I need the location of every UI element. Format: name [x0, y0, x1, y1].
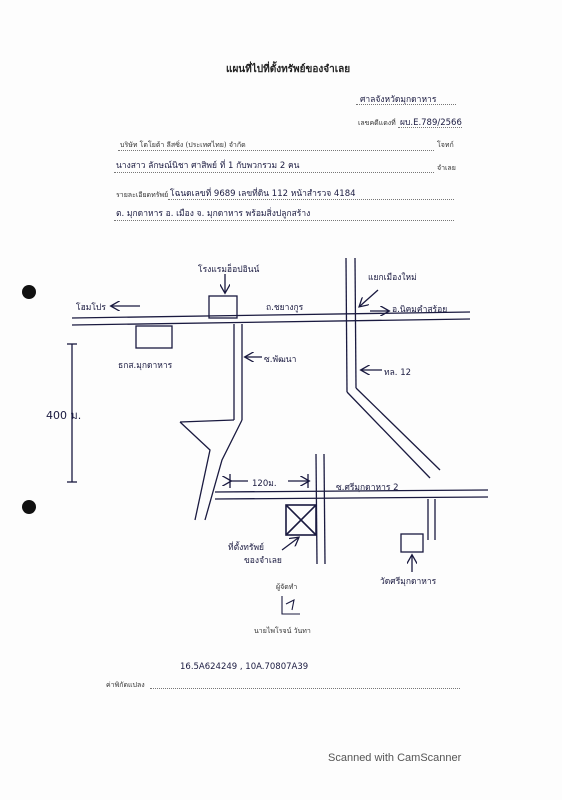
- coordinate-value: 16.5A624249 , 10A.70807A39: [180, 662, 309, 672]
- junction-road-left: [345, 257, 348, 393]
- soi-diagonal-left: [179, 421, 211, 521]
- arrow-junction: [360, 289, 379, 306]
- detail-label: รายละเอียดทรัพย์: [116, 191, 169, 199]
- label-hotel: โรงแรมฮ็อปอินน์: [198, 265, 260, 275]
- soi-phatthana-turn-1: [179, 419, 235, 423]
- defendant-underline: [114, 172, 434, 173]
- label-property-sub: ของจำเลย: [244, 556, 282, 566]
- soi-diagonal-right: [204, 419, 243, 521]
- defendant-suffix: จำเลย: [437, 164, 456, 172]
- case-number-label: เลขคดีแดงที่: [358, 119, 396, 127]
- bank-building: [135, 325, 173, 349]
- defendant-name: นางสาว ลักษณ์นิชา ศาสิพย์ ที่ 1 กับพวกรว…: [116, 161, 300, 171]
- detail-line-2: ต. มุกดาหาร อ. เมือง จ. มุกดาหาร พร้อมสิ…: [116, 209, 311, 219]
- coordinate-underline: [150, 688, 460, 689]
- court-name: ศาลจังหวัดมุกดาหาร: [360, 95, 437, 105]
- junction-road-right: [354, 257, 357, 389]
- main-road-top-edge: [71, 311, 471, 319]
- highway-left-edge: [346, 391, 431, 479]
- label-distance-400: 400 ม.: [46, 409, 82, 422]
- mapper-label: ผู้จัดทำ: [276, 583, 298, 591]
- plaintiff-suffix: โจทก์: [437, 141, 454, 149]
- soi-sri-road-top: [214, 489, 489, 493]
- label-temple: วัดศรีมุกดาหาร: [380, 577, 437, 587]
- label-property: ที่ตั้งทรัพย์: [228, 543, 265, 553]
- court-underline: [356, 104, 456, 105]
- case-number-underline: [398, 127, 462, 128]
- detail-line-1: โฉนดเลขที่ 9689 เลขที่ดิน 112 หน้าสำรวจ …: [170, 189, 356, 199]
- label-soi-phatthana: ซ.พัฒนา: [264, 355, 297, 365]
- label-junction: แยกเมืองใหม่: [368, 273, 417, 283]
- arrow-property: [281, 538, 298, 551]
- mapper-signature: [281, 596, 300, 615]
- camscanner-watermark: Scanned with CamScanner: [328, 752, 462, 764]
- document-title: แผนที่ไปที่ตั้งทรัพย์ของจำเลย: [226, 64, 351, 75]
- mapper-name: นายไพโรจน์ วันทา: [254, 627, 311, 635]
- punch-hole-top: [22, 285, 36, 299]
- label-home-pro: โฮมโปร: [76, 303, 106, 313]
- punch-hole-bottom: [22, 500, 36, 514]
- highway-right-edge: [355, 387, 441, 471]
- label-street-main: ถ.ชยางกูร: [266, 303, 304, 313]
- property-cross: [285, 504, 317, 536]
- detail-underline-2: [114, 220, 454, 221]
- case-number: ผบ.E.789/2566: [400, 118, 462, 128]
- coordinate-label: ค่าพิกัดแปลง: [106, 681, 145, 689]
- main-road-bottom-edge: [71, 318, 471, 326]
- plaintiff-underline: [118, 150, 434, 151]
- cross-road-right: [323, 453, 326, 565]
- property-building: [285, 504, 317, 536]
- label-to-nikhom: อ.นิคมคำสร้อย: [392, 305, 448, 315]
- label-bank: ธกส.มุกดาหาร: [118, 361, 173, 371]
- plaintiff-name: บริษัท โตโยต้า ลีสซิ่ง (ประเทศไทย) จำกัด: [120, 141, 246, 149]
- detail-underline-1: [168, 199, 454, 200]
- label-street-sri: ซ.ศรีมุกดาหาร 2: [336, 483, 399, 493]
- soi-sri-road-bottom: [214, 496, 489, 500]
- label-distance-120: 120ม.: [252, 479, 277, 489]
- hotel-building: [208, 295, 238, 319]
- label-highway: ทล. 12: [384, 368, 412, 378]
- temple-building: [400, 533, 424, 553]
